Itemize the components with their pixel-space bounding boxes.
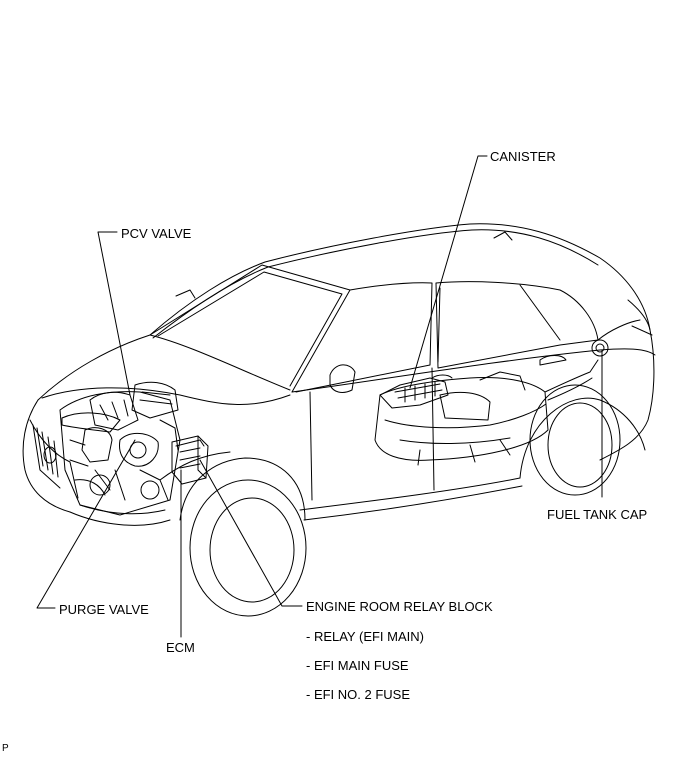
- ecm-illustration: [171, 435, 209, 485]
- label-relay-efi-main: - RELAY (EFI MAIN): [306, 629, 424, 644]
- label-ecm: ECM: [166, 640, 195, 655]
- label-fuel-tank-cap: FUEL TANK CAP: [547, 507, 648, 522]
- leader-engine-room-relay-block: [199, 459, 303, 607]
- fuel-tank-illustration: [374, 359, 599, 466]
- label-efi-no2-fuse: - EFI NO. 2 FUSE: [306, 687, 411, 702]
- label-canister: CANISTER: [490, 149, 556, 164]
- leader-pcv-valve: [97, 231, 131, 396]
- leader-canister: [409, 155, 488, 389]
- engine-illustration: [59, 381, 181, 516]
- leader-purge-valve: [36, 439, 136, 609]
- label-pcv-valve: PCV VALVE: [121, 226, 192, 241]
- car-body: [22, 223, 656, 617]
- label-purge-valve: PURGE VALVE: [59, 602, 149, 617]
- figure-id: P: [2, 743, 9, 754]
- label-engine-room-relay-block: ENGINE ROOM RELAY BLOCK: [306, 599, 493, 614]
- label-efi-main-fuse: - EFI MAIN FUSE: [306, 658, 409, 673]
- leader-lines: [36, 155, 603, 638]
- canister-illustration: [379, 377, 449, 409]
